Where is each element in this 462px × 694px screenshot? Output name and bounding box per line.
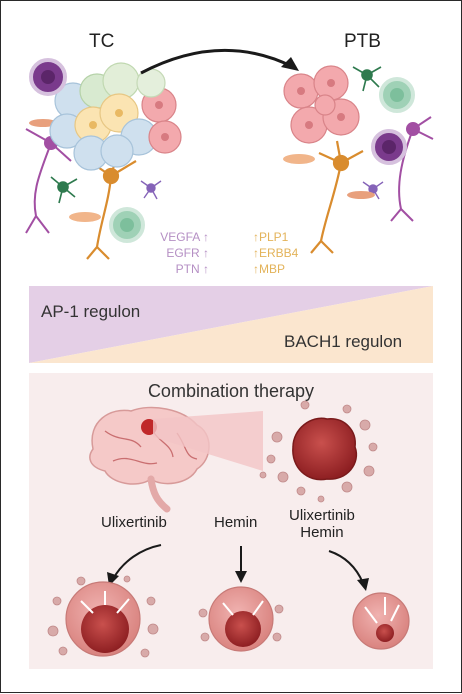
tumor-cells [283,65,360,144]
violet-glia-icon [362,181,384,200]
spindle-cell-icon [29,119,57,127]
purple-neuron-icon [390,116,434,222]
up-arrow-icon: ↑ [203,246,209,260]
gene-item: VEGFA ↑ [160,230,209,244]
gene-item: ↑ERBB4 [253,246,299,260]
gene-item: ↑MBP [253,262,286,276]
up-arrow-icon: ↑ [253,230,259,244]
drug-label-combination: Ulixertinib Hemin [289,507,355,541]
gene-list-right: ↑PLP1 ↑ERBB4 ↑MBP [253,229,323,277]
spindle-cell-icon [283,154,315,164]
up-arrow-icon: ↑ [203,230,209,244]
spindle-cell-icon [69,212,101,222]
up-arrow-icon: ↑ [253,262,259,276]
up-arrow-icon: ↑ [203,262,209,276]
drug-label-ulixertinib: Ulixertinib [101,514,167,531]
drug-label-hemin: Hemin [214,514,258,531]
gene-item: PTN ↑ [175,262,209,276]
up-arrow-icon: ↑ [253,246,259,260]
tumor-result-combination [352,592,410,650]
combination-therapy-title: Combination therapy [147,381,315,401]
gene-item: EGFR ↑ [166,246,209,260]
zoom-wedge [153,411,263,471]
tumor-result-ulixertinib [47,575,159,658]
ptb-cell-cluster [283,65,434,254]
green-glia-icon [352,66,382,92]
bach1-regulon-label: BACH1 regulon [284,332,403,351]
tumor-icon [259,400,378,503]
bach1-regulon-band [29,286,433,363]
ap1-regulon-label: AP-1 regulon [41,302,141,321]
violet-glia-icon [140,180,162,200]
orange-neuron-icon [310,140,364,254]
tumor-cells [49,62,182,171]
green-glia-icon [50,176,78,204]
gene-item: ↑PLP1 [253,230,289,244]
transition-arrow [140,48,294,75]
spindle-cell-icon [347,191,375,199]
tumor-result-hemin [198,586,284,652]
gene-list-left: VEGFA ↑ EGFR ↑ PTN ↑ [151,229,209,277]
tc-cell-cluster [25,58,182,260]
tc-label: TC [89,31,115,52]
ptb-label: PTB [344,31,381,52]
arrow-left [112,544,162,580]
